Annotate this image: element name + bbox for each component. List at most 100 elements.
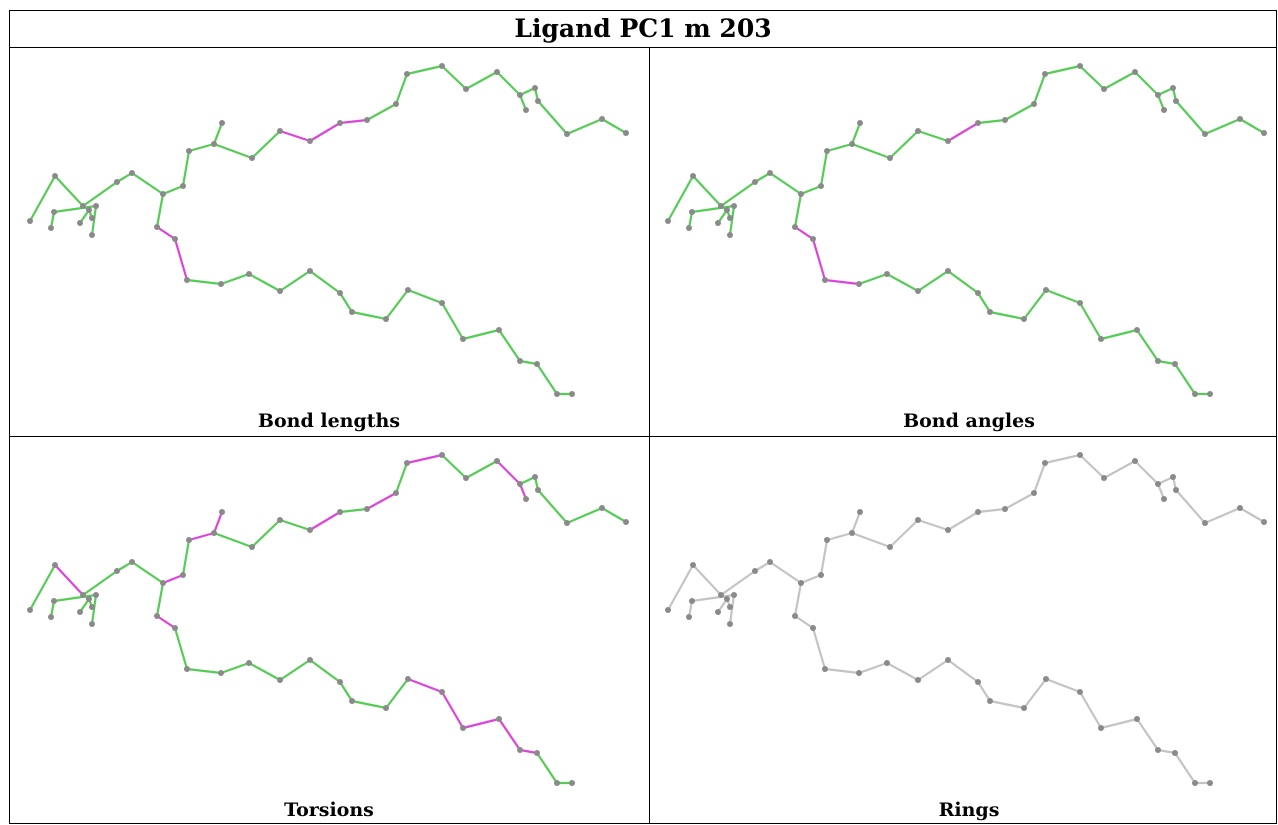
atom xyxy=(180,572,186,578)
atom xyxy=(1170,474,1176,480)
atom xyxy=(564,520,570,526)
bond-highlighted xyxy=(508,733,522,752)
bond xyxy=(395,288,410,306)
atom xyxy=(718,203,724,209)
atom xyxy=(884,660,890,666)
atom xyxy=(690,173,696,179)
bond xyxy=(308,269,327,284)
atom xyxy=(1173,98,1179,104)
atom xyxy=(975,120,981,126)
bond xyxy=(323,669,342,684)
bond xyxy=(278,668,297,682)
bond xyxy=(817,647,827,671)
bond xyxy=(1099,722,1121,730)
atom xyxy=(731,203,737,209)
atom xyxy=(517,747,523,753)
bond xyxy=(719,192,740,208)
atom xyxy=(246,271,252,277)
bond xyxy=(1183,377,1197,396)
atom xyxy=(945,268,951,274)
atom xyxy=(405,287,411,293)
atom xyxy=(599,116,605,122)
atom xyxy=(77,220,83,226)
atom xyxy=(337,509,343,515)
atom xyxy=(211,530,217,536)
bond-highlighted xyxy=(811,237,821,261)
atom xyxy=(690,562,696,568)
atom xyxy=(186,537,192,543)
atom xyxy=(249,544,255,550)
panel-caption: Torsions xyxy=(284,799,374,821)
atom xyxy=(517,92,523,98)
atom xyxy=(887,155,893,161)
atom xyxy=(915,288,921,294)
atom xyxy=(80,592,86,598)
atom xyxy=(1098,336,1104,342)
bond-highlighted xyxy=(817,258,827,282)
title-row: Ligand PC1 m 203 xyxy=(10,11,1276,48)
bond xyxy=(250,532,268,549)
atom xyxy=(1261,130,1267,136)
atom xyxy=(307,138,313,144)
bond xyxy=(736,569,757,585)
atom xyxy=(180,183,186,189)
bond xyxy=(1022,303,1037,321)
bond xyxy=(98,569,119,585)
atom xyxy=(1043,676,1049,682)
atom xyxy=(172,236,178,242)
atom xyxy=(554,780,560,786)
atom xyxy=(975,679,981,685)
panel-bond-angles: Bond angles xyxy=(650,48,1278,436)
bond xyxy=(1135,328,1149,347)
atom xyxy=(1155,747,1161,753)
bond xyxy=(479,328,501,336)
atom xyxy=(975,290,981,296)
bond xyxy=(916,668,935,682)
atom xyxy=(1261,519,1267,525)
bond xyxy=(146,571,165,585)
atom xyxy=(689,598,695,604)
bond xyxy=(1078,301,1092,323)
bond xyxy=(41,563,57,589)
bond xyxy=(1173,362,1187,381)
atom xyxy=(686,225,692,231)
atom xyxy=(496,327,502,333)
bond xyxy=(440,301,454,323)
bond xyxy=(666,586,682,612)
bond-highlighted xyxy=(173,237,183,261)
atom xyxy=(154,613,160,619)
figure-title: Ligand PC1 m 203 xyxy=(514,14,772,43)
bond xyxy=(1183,766,1197,785)
bond xyxy=(508,344,522,363)
bond xyxy=(666,197,682,223)
atom xyxy=(1173,487,1179,493)
atom xyxy=(219,509,225,515)
atom xyxy=(915,128,921,134)
bond xyxy=(1061,684,1082,694)
bond xyxy=(946,269,965,284)
bond xyxy=(1078,690,1092,712)
bond xyxy=(81,581,102,597)
atom xyxy=(623,130,629,136)
atom xyxy=(887,544,893,550)
bond xyxy=(293,658,312,672)
bond xyxy=(565,125,586,136)
atom xyxy=(915,517,921,523)
atom xyxy=(727,621,733,627)
panel-caption: Bond angles xyxy=(903,410,1035,432)
bond-highlighted xyxy=(497,717,511,736)
atom xyxy=(517,481,523,487)
bond xyxy=(736,180,757,196)
bond xyxy=(28,197,44,223)
atom xyxy=(1077,300,1083,306)
atom xyxy=(945,527,951,533)
bond xyxy=(1174,488,1192,508)
bond xyxy=(811,626,821,650)
atom xyxy=(1077,452,1083,458)
atom xyxy=(184,666,190,672)
panel-caption: Rings xyxy=(938,799,1000,821)
bond-highlighted xyxy=(179,258,189,282)
bond xyxy=(916,279,935,293)
bond xyxy=(264,518,282,535)
atom xyxy=(564,131,570,137)
